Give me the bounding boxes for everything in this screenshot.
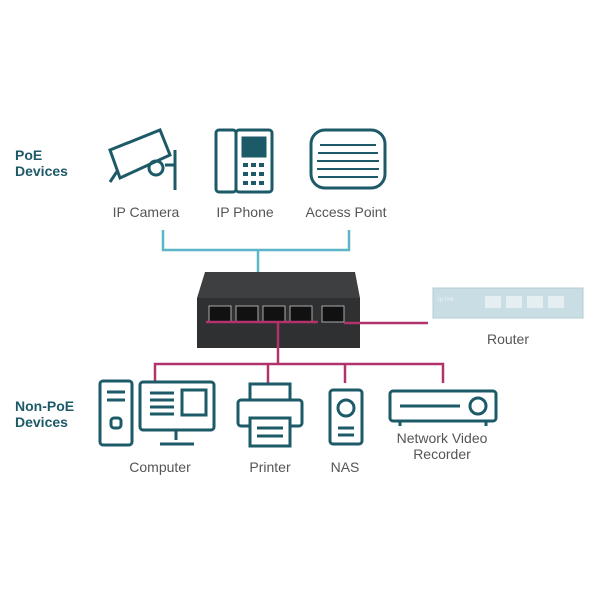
- access-point-label: Access Point: [305, 204, 387, 220]
- nvr-icon: [388, 389, 498, 426]
- poe-switch: [197, 272, 360, 348]
- printer-icon: [236, 382, 304, 448]
- nas-label: NAS: [330, 459, 360, 475]
- nas-icon: [328, 388, 364, 446]
- computer-label: Computer: [129, 459, 191, 475]
- non-poe-connections: [153, 320, 445, 383]
- ip-camera-icon: [108, 128, 177, 190]
- printer-label: Printer: [249, 459, 291, 475]
- computer-icon: [98, 379, 216, 447]
- router-icon: [432, 287, 584, 319]
- ip-phone-label: IP Phone: [216, 204, 274, 220]
- ip-camera-label: IP Camera: [112, 204, 180, 220]
- router-brand: tp-link: [437, 297, 455, 303]
- ip-phone-icon: [214, 128, 274, 194]
- router-label: Router: [486, 331, 530, 347]
- access-point-icon: [309, 128, 387, 190]
